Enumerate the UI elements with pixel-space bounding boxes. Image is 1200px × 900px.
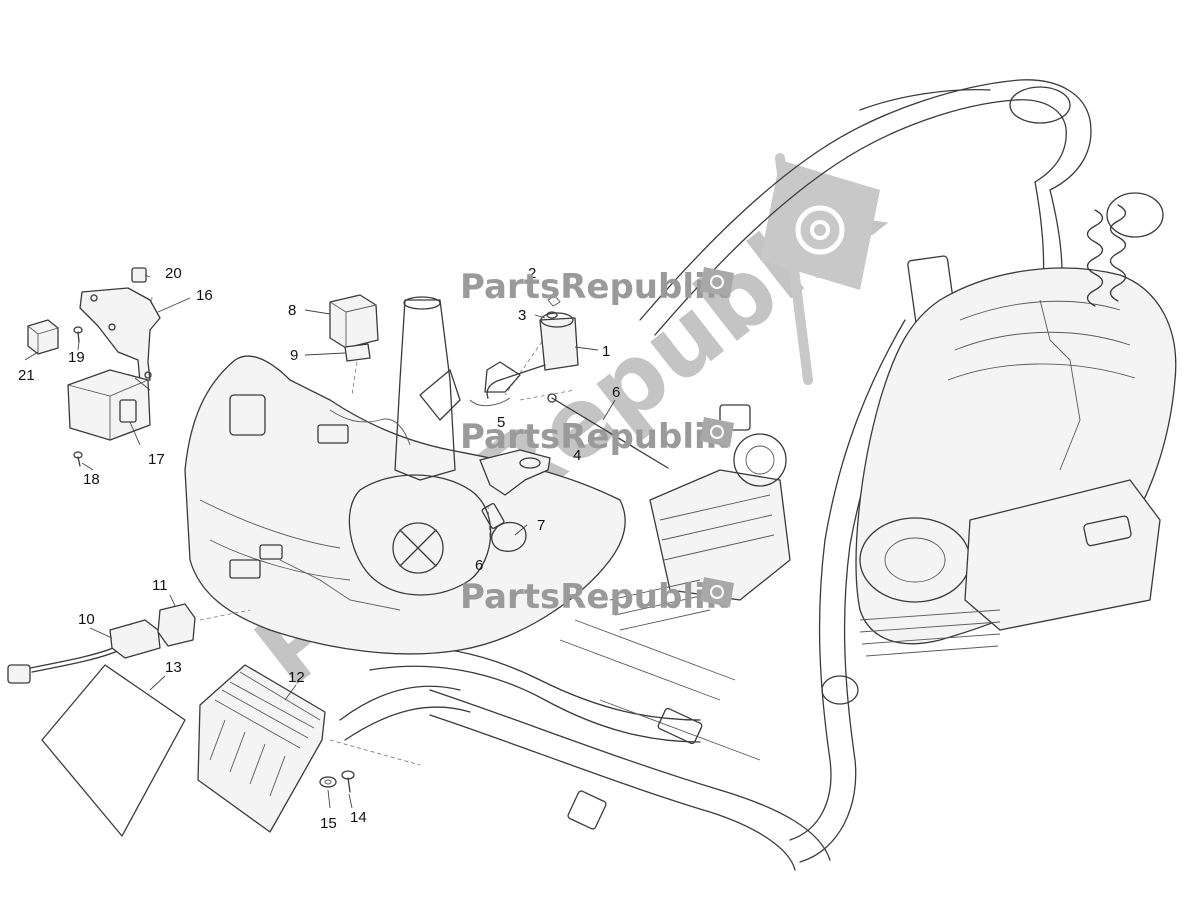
callout-14: 14 xyxy=(350,809,367,826)
callout-15: 15 xyxy=(320,815,337,832)
callout-7: 7 xyxy=(537,517,545,534)
screw-18 xyxy=(73,451,83,467)
callout-21: 21 xyxy=(18,367,35,384)
callout-19: 19 xyxy=(68,349,85,366)
relay-21 xyxy=(27,319,59,355)
callout-17: 17 xyxy=(148,451,165,468)
callout-4: 4 xyxy=(573,447,581,464)
callout-6b: 6 xyxy=(475,557,483,574)
callout-3: 3 xyxy=(518,307,526,324)
rear-shock-spring xyxy=(1086,192,1164,307)
gear-flag-icon xyxy=(700,417,734,447)
ignition-coil xyxy=(469,312,579,407)
callout-16: 16 xyxy=(196,287,213,304)
watermark-text: PartsRepublik xyxy=(460,417,730,457)
callout-12: 12 xyxy=(288,669,305,686)
watermark-small-3: PartsRepublik xyxy=(460,577,734,617)
part-2 xyxy=(547,295,561,307)
clamp-7 xyxy=(481,503,527,552)
control-unit-17 xyxy=(67,369,151,441)
clip-20 xyxy=(131,267,147,283)
callout-10: 10 xyxy=(78,611,95,628)
rubber-cap-11 xyxy=(157,603,196,647)
watermark-text: PartsRepublik xyxy=(460,577,730,617)
callout-2: 2 xyxy=(528,265,536,282)
relay-8 xyxy=(329,294,379,349)
ecu-fuse-box-12 xyxy=(197,664,326,833)
watermark-large-logo-icon xyxy=(760,153,880,385)
leader-lines xyxy=(24,274,616,809)
callout-13: 13 xyxy=(165,659,182,676)
callout-6a: 6 xyxy=(612,384,620,401)
callout-20: 20 xyxy=(165,265,182,282)
callout-labels: 1 2 3 4 5 6 6 7 8 9 10 11 12 13 14 15 16… xyxy=(18,265,620,832)
gear-flag-icon xyxy=(700,577,734,607)
bracket-plate-16 xyxy=(79,287,161,383)
screw-19 xyxy=(73,326,83,343)
callout-18: 18 xyxy=(83,471,100,488)
bolt-14 xyxy=(341,770,355,793)
watermark-small-1: PartsRepublik xyxy=(460,267,734,307)
relay-socket-9 xyxy=(344,343,371,362)
bracket-5 xyxy=(479,449,551,496)
callout-1: 1 xyxy=(602,343,610,360)
screw-6-upper xyxy=(547,393,669,469)
callout-11: 11 xyxy=(152,577,168,594)
cable-harness-10 xyxy=(7,619,161,684)
watermark-text: PartsRepublik xyxy=(460,267,730,307)
coil-washer xyxy=(546,311,558,319)
callout-9: 9 xyxy=(290,347,298,364)
washer-15 xyxy=(319,776,337,788)
label-sheet-13 xyxy=(41,664,186,837)
gear-flag-icon xyxy=(700,267,734,297)
front-legshield xyxy=(184,296,626,655)
callout-8: 8 xyxy=(288,302,296,319)
engine-assembly xyxy=(609,192,1177,705)
callout-5: 5 xyxy=(497,414,505,431)
watermark-small-2: PartsRepublik xyxy=(460,417,734,457)
